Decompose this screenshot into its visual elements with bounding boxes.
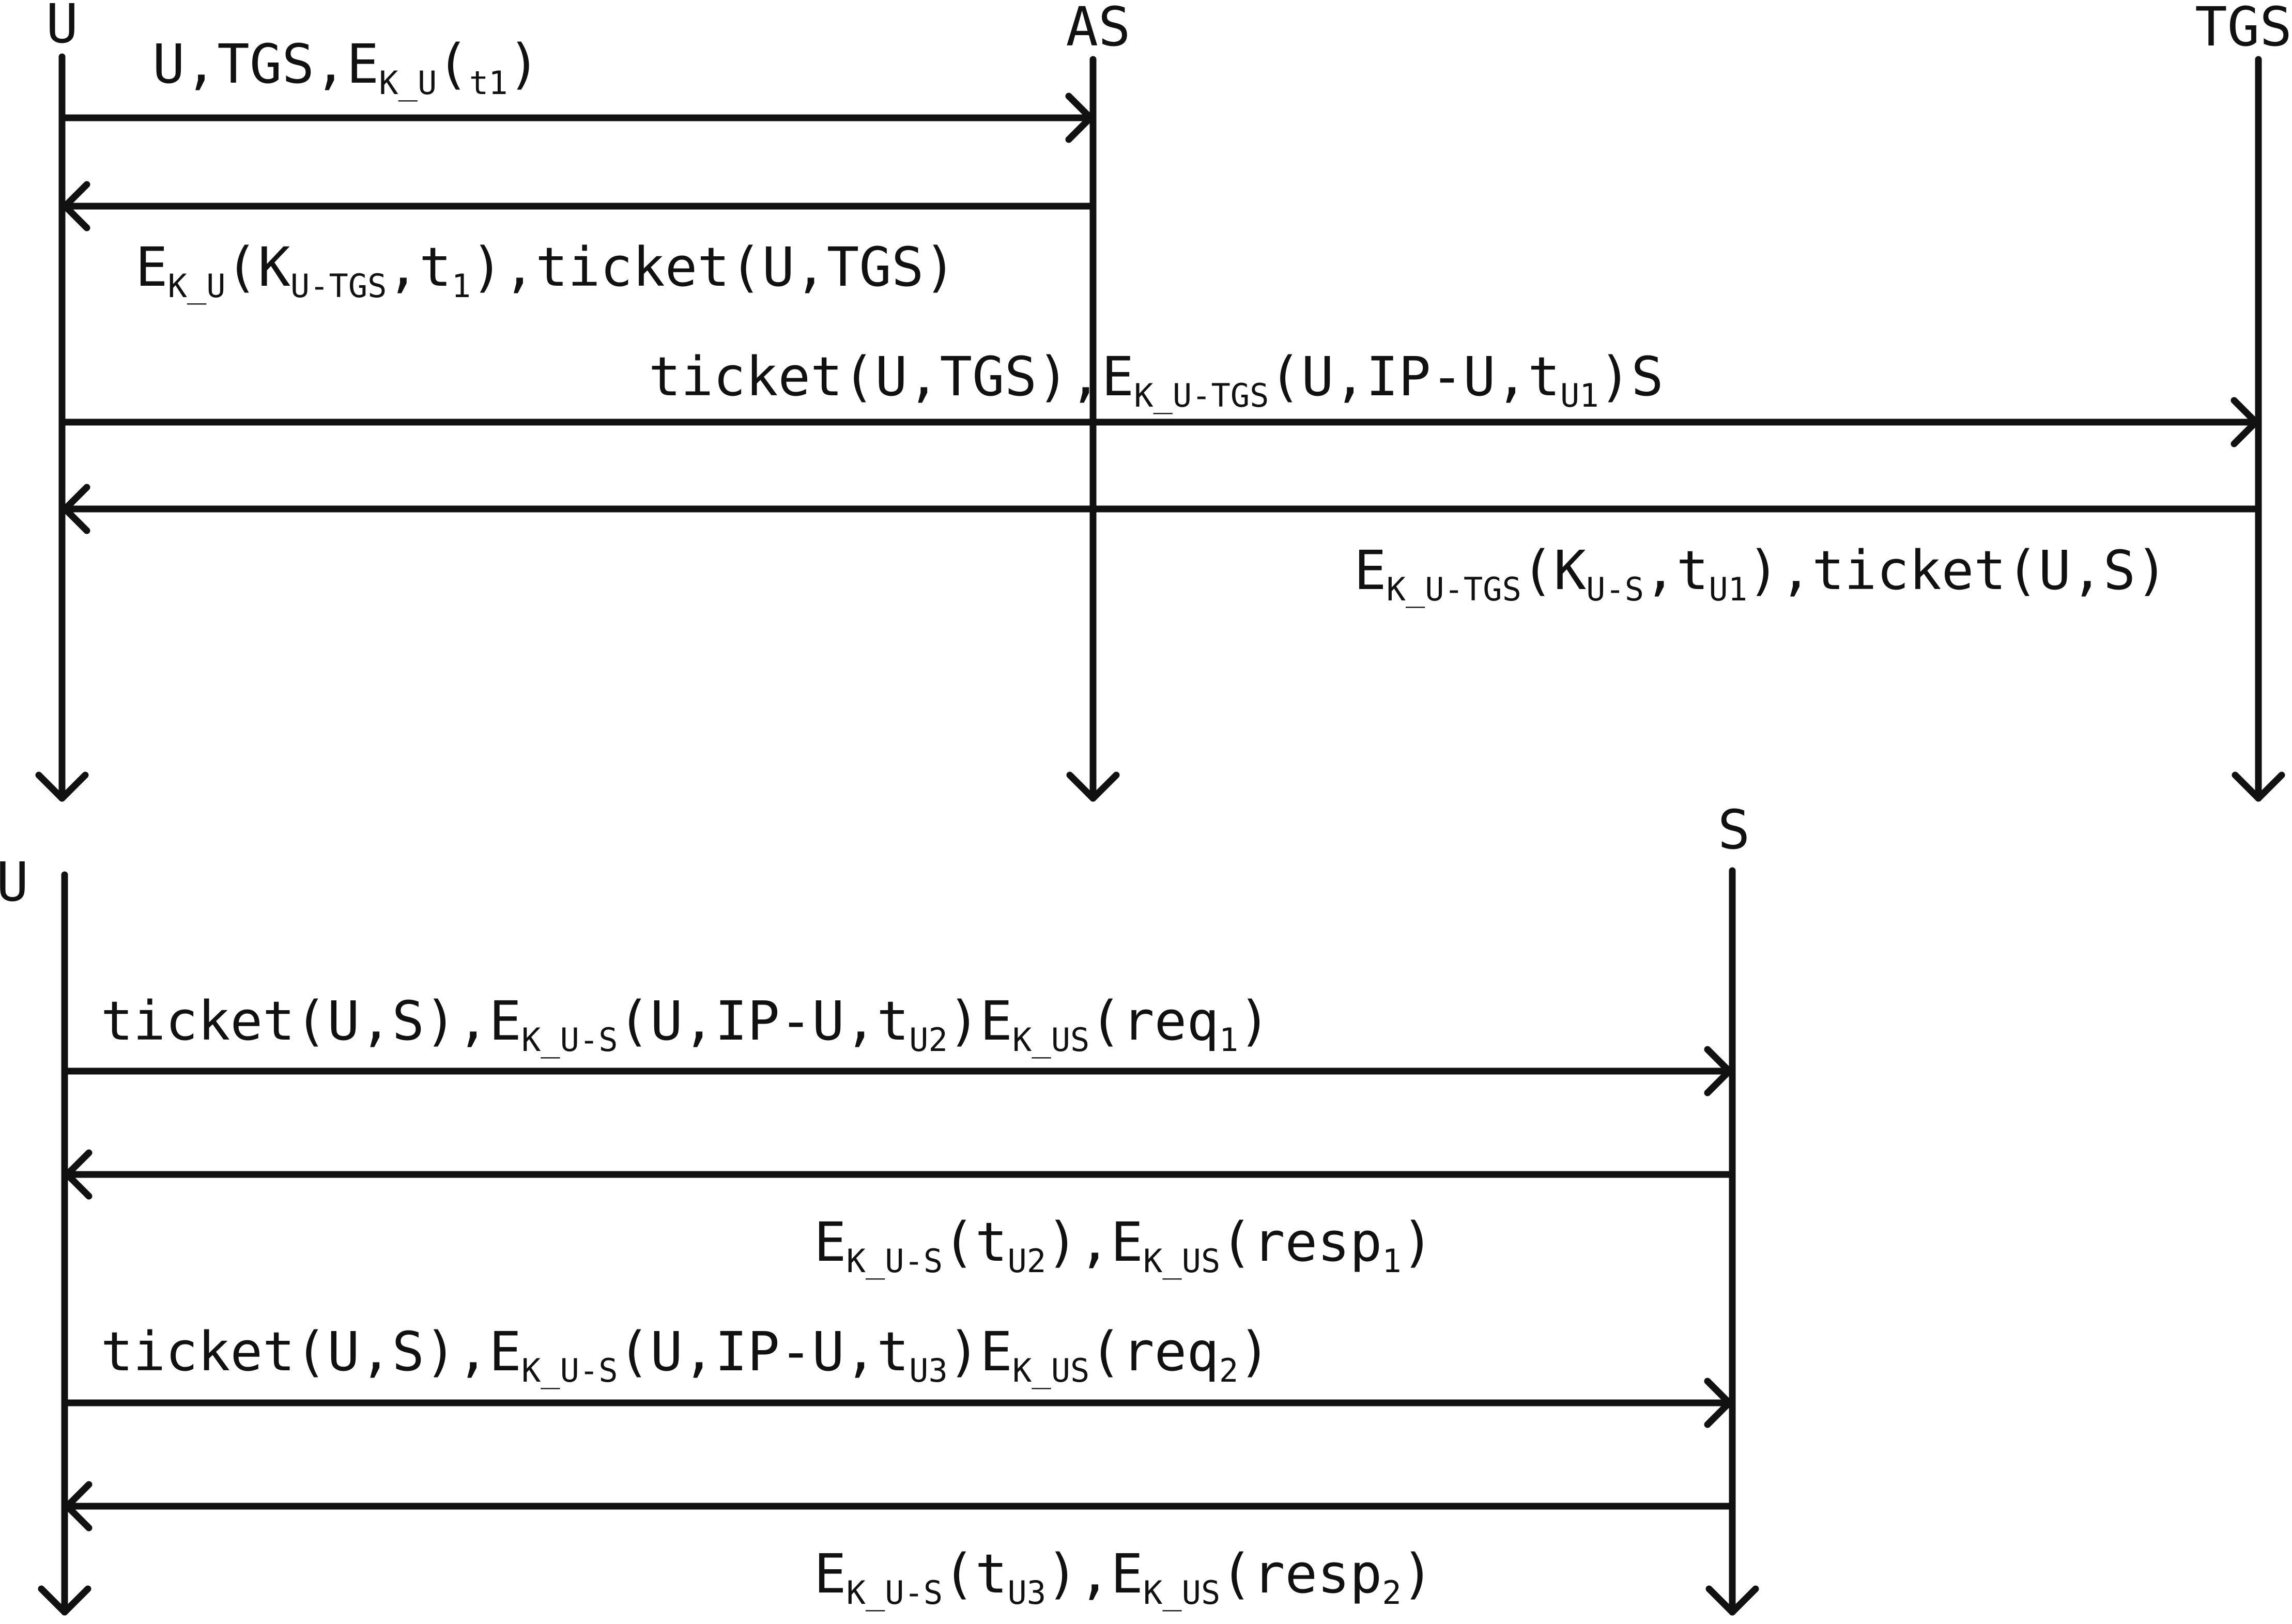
lifeline-tgs-arrowhead bbox=[2232, 771, 2285, 802]
message-text: (req bbox=[1089, 989, 1219, 1053]
message-subscript: U-S bbox=[1586, 570, 1644, 608]
message-text: (K bbox=[226, 236, 291, 299]
participant-tgs: TGS bbox=[2195, 0, 2292, 58]
message-subscript: K_U-S bbox=[521, 1021, 618, 1059]
participant-as: AS bbox=[1066, 0, 1130, 58]
message-text: ,t bbox=[1644, 539, 1709, 602]
message-text: (req bbox=[1089, 1320, 1219, 1383]
message-subscript: U3 bbox=[1008, 1574, 1047, 1612]
message-text: ) bbox=[1402, 1542, 1434, 1605]
message-text: U,TGS,E bbox=[152, 33, 379, 96]
message-text: (U,IP-U,t bbox=[618, 1320, 910, 1383]
message-label-2: EK_U(KU-TGS,t1),ticket(U,TGS) bbox=[135, 236, 956, 305]
message-label-5: ticket(U,S),EK_U-S(U,IP-U,tU2)EK_US(req1… bbox=[101, 989, 1271, 1059]
top-sequence bbox=[35, 53, 2285, 802]
bottom-sequence bbox=[38, 867, 1759, 1616]
message-text: )E bbox=[948, 989, 1012, 1053]
message-subscript: 1 bbox=[1382, 1242, 1401, 1280]
message-label-1: U,TGS,EK_U(t1) bbox=[152, 33, 540, 102]
message-arrow-8-head bbox=[64, 1481, 93, 1532]
message-subscript: K_US bbox=[1143, 1574, 1220, 1612]
message-subscript: U2 bbox=[909, 1021, 948, 1059]
message-text: )E bbox=[948, 1320, 1012, 1383]
message-text: E bbox=[814, 1211, 847, 1274]
message-text: (K bbox=[1521, 539, 1587, 602]
message-arrow-5-head bbox=[1704, 1046, 1733, 1096]
message-text: (t bbox=[943, 1211, 1007, 1274]
message-subscript: K_US bbox=[1012, 1352, 1089, 1389]
message-subscript: 1 bbox=[1219, 1021, 1238, 1059]
message-subscript: K_U-S bbox=[847, 1242, 943, 1280]
message-text: ticket(U,S),E bbox=[101, 1320, 521, 1383]
message-text: ),E bbox=[1046, 1211, 1143, 1274]
message-subscript: U2 bbox=[1008, 1242, 1047, 1280]
message-subscript: U3 bbox=[909, 1352, 948, 1389]
message-label-8: EK_U-S(tU3),EK_US(resp2) bbox=[814, 1542, 1434, 1612]
message-subscript: K_US bbox=[1143, 1242, 1220, 1280]
message-text: ) bbox=[1238, 989, 1271, 1053]
message-text: ticket(U,TGS),E bbox=[649, 345, 1134, 408]
message-label-4: EK_U-TGS(KU-S,tU1),ticket(U,S) bbox=[1354, 539, 2168, 608]
message-text: ),E bbox=[1046, 1542, 1143, 1605]
message-text: ) bbox=[1402, 1211, 1434, 1274]
message-text: ) bbox=[508, 33, 541, 96]
message-arrow-6-head bbox=[64, 1149, 93, 1200]
message-subscript: U-TGS bbox=[290, 267, 387, 305]
message-subscript: 2 bbox=[1219, 1352, 1238, 1389]
message-text: )S bbox=[1599, 345, 1664, 408]
message-subscript: K_U bbox=[379, 64, 437, 102]
participant-u-top: U bbox=[46, 0, 79, 55]
lifeline-s-arrowhead bbox=[1705, 1585, 1759, 1616]
message-label-6: EK_U-S(tU2),EK_US(resp1) bbox=[814, 1211, 1434, 1280]
message-subscript: 1 bbox=[452, 267, 471, 305]
message-text: ) bbox=[1238, 1320, 1271, 1383]
message-subscript: K_U-S bbox=[847, 1574, 943, 1612]
message-subscript: K_U-TGS bbox=[1134, 377, 1269, 414]
participant-u-bottom: U bbox=[0, 850, 28, 914]
message-text: ( bbox=[437, 33, 469, 96]
message-subscript: U1 bbox=[1560, 377, 1599, 414]
message-text: E bbox=[814, 1542, 847, 1605]
message-subscript: K_U-S bbox=[521, 1352, 618, 1389]
message-subscript: K_US bbox=[1012, 1021, 1089, 1059]
message-text: ticket(U,S),E bbox=[101, 989, 521, 1053]
message-text: (U,IP-U,t bbox=[1269, 345, 1561, 408]
message-subscript: 2 bbox=[1382, 1574, 1401, 1612]
message-text: ),ticket(U,TGS) bbox=[471, 236, 956, 299]
message-label-7: ticket(U,S),EK_U-S(U,IP-U,tU3)EK_US(req2… bbox=[101, 1320, 1271, 1389]
message-subscript: K_U bbox=[168, 267, 226, 305]
message-text: (t bbox=[943, 1542, 1007, 1605]
message-text: (U,IP-U,t bbox=[618, 989, 910, 1053]
participant-s: S bbox=[1718, 798, 1750, 861]
message-subscript: U1 bbox=[1709, 570, 1747, 608]
message-text: (resp bbox=[1220, 1542, 1382, 1605]
message-text: ,t bbox=[387, 236, 451, 299]
message-subscript: t1 bbox=[469, 64, 508, 102]
message-text: E bbox=[135, 236, 168, 299]
message-subscript: K_U-TGS bbox=[1387, 570, 1521, 608]
lifeline-as-arrowhead bbox=[1066, 771, 1120, 802]
message-text: E bbox=[1354, 539, 1387, 602]
message-arrow-3-head bbox=[2231, 397, 2259, 447]
message-arrow-2-head bbox=[61, 181, 90, 231]
message-arrow-7-head bbox=[1704, 1378, 1733, 1428]
message-label-3: ticket(U,TGS),EK_U-TGS(U,IP-U,tU1)S bbox=[649, 345, 1664, 414]
message-text: (resp bbox=[1220, 1211, 1382, 1274]
message-arrow-4-head bbox=[61, 484, 90, 534]
lifeline-u-bottom-arrowhead bbox=[38, 1585, 91, 1616]
message-text: ),ticket(U,S) bbox=[1747, 539, 2168, 602]
lifeline-u-top-arrowhead bbox=[35, 771, 89, 802]
message-arrow-1-head bbox=[1065, 92, 1094, 143]
